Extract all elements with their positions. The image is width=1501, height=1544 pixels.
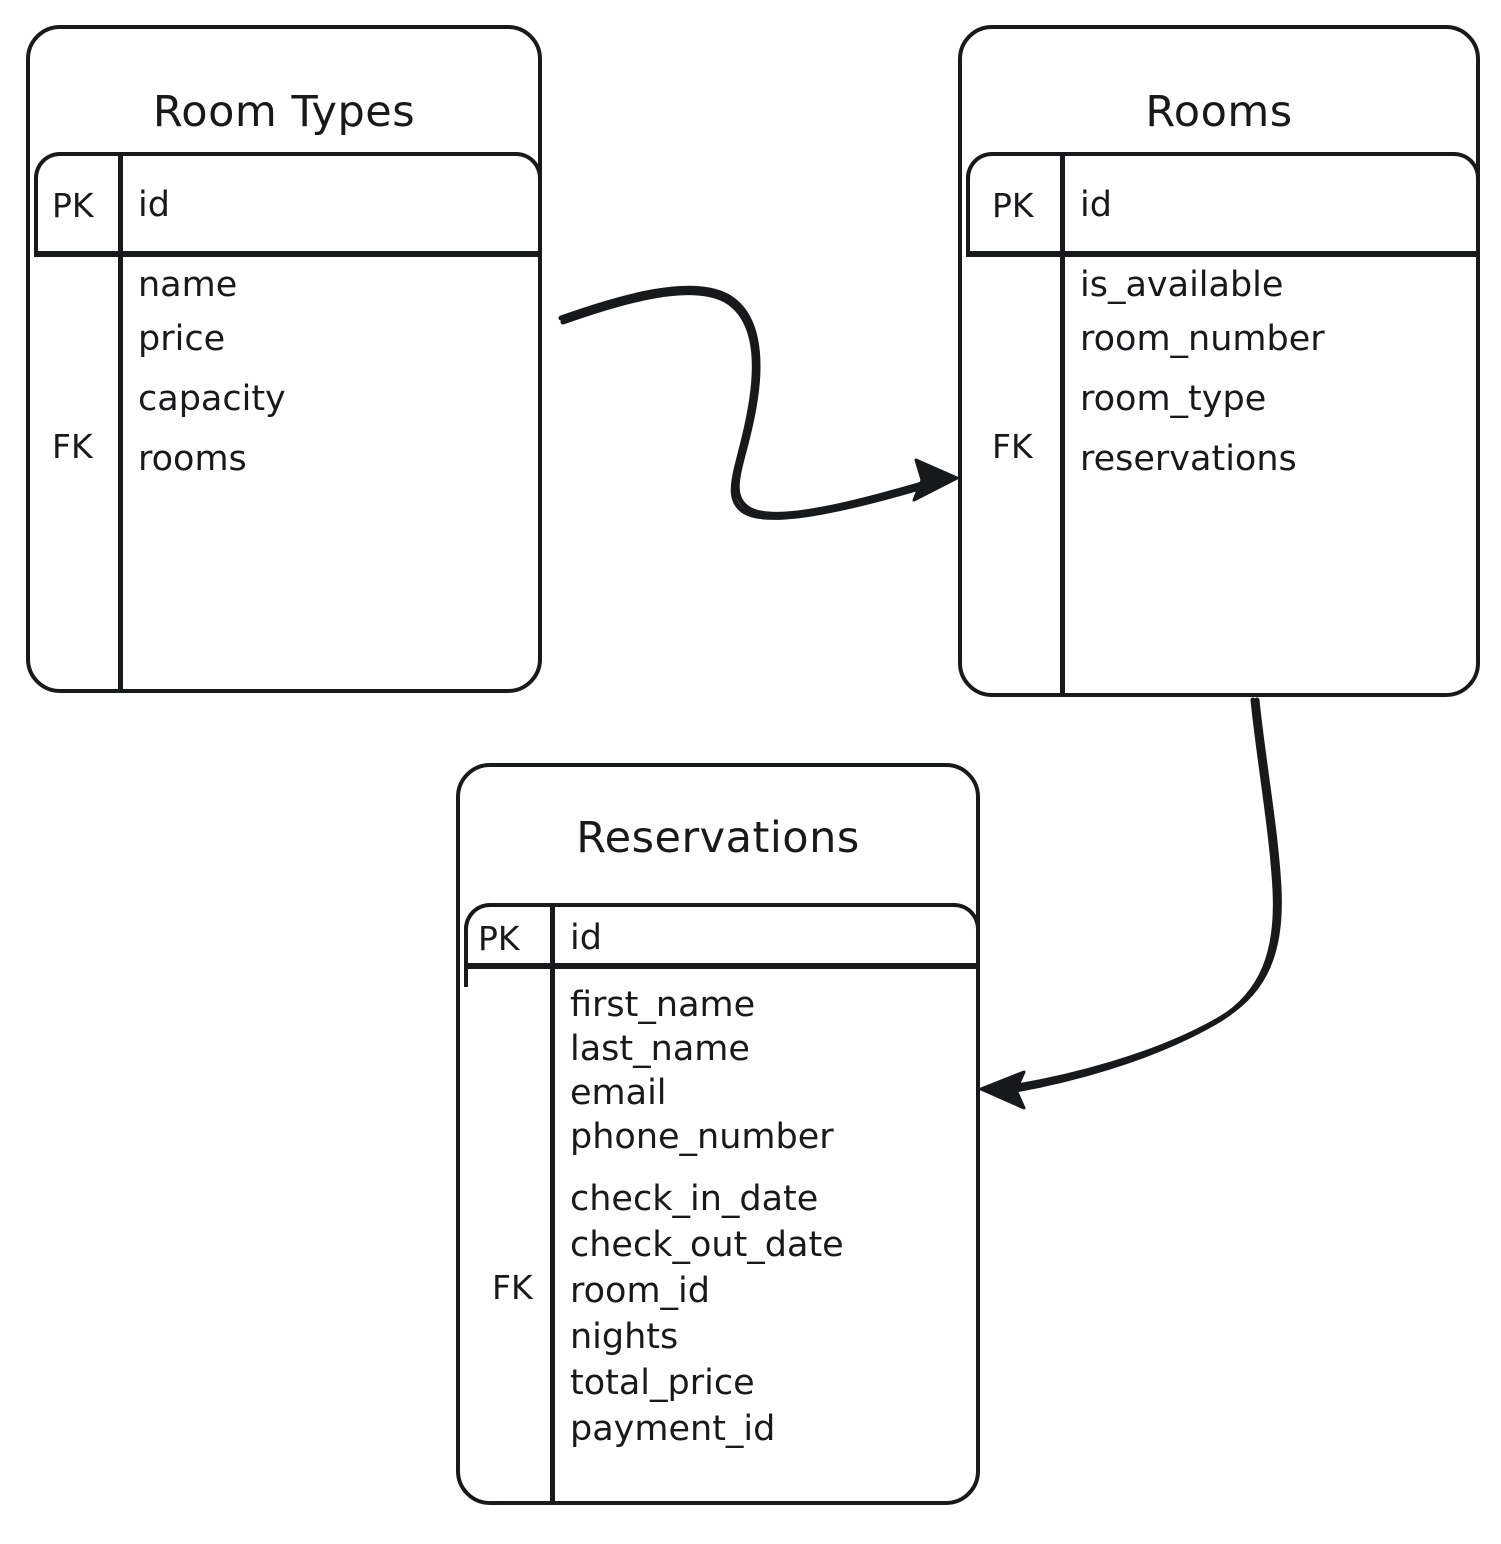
entity-title-reservations: Reservations: [576, 813, 860, 863]
field-room-types-3: rooms: [138, 439, 247, 479]
pk-divider-room-types: [34, 251, 542, 257]
pk-divider-reservations: [464, 963, 980, 969]
pk-field-room-types: id: [138, 185, 170, 225]
field-rooms-0: is_available: [1080, 265, 1284, 305]
pk-label-rooms: PK: [992, 186, 1034, 225]
field-rooms-3: reservations: [1080, 439, 1297, 479]
field-rooms-1: room_number: [1080, 319, 1325, 359]
entity-title-room-types: Room Types: [152, 87, 416, 137]
entity-reservations[interactable]: Reservations PK id FK first_name last_na…: [456, 763, 980, 1505]
pk-label-room-types: PK: [52, 186, 94, 225]
pk-panel-room-types: [34, 152, 542, 256]
entity-room-types[interactable]: Room Types PK id FK name price capacity …: [26, 25, 542, 693]
fk-label-reservations: FK: [492, 1268, 533, 1307]
field-reservations-5: check_out_date: [570, 1225, 844, 1265]
field-reservations-7: nights: [570, 1317, 679, 1357]
field-room-types-0: name: [138, 265, 238, 305]
relationship-rooms-to-reservations: [979, 697, 1282, 1110]
field-reservations-9: payment_id: [570, 1409, 776, 1449]
entity-title-rooms: Rooms: [1145, 87, 1293, 137]
pk-panel-rooms: [966, 152, 1480, 256]
relationship-room-types-to-rooms: [558, 285, 959, 520]
field-room-types-2: capacity: [138, 379, 286, 419]
entity-rooms[interactable]: Rooms PK id FK is_available room_number …: [958, 25, 1480, 697]
key-column-rule-room-types: [118, 152, 123, 693]
sketch-bottom-accent-reservations: [500, 1501, 948, 1505]
pk-field-rooms: id: [1080, 185, 1112, 225]
key-column-rule-rooms: [1060, 152, 1065, 697]
key-column-rule-reservations: [550, 903, 555, 1505]
field-reservations-8: total_price: [570, 1363, 755, 1403]
fk-label-room-types: FK: [52, 427, 93, 466]
pk-divider-rooms: [966, 251, 1480, 257]
field-reservations-2: email: [570, 1073, 667, 1113]
pk-label-reservations: PK: [478, 919, 520, 958]
field-reservations-3: phone_number: [570, 1117, 834, 1157]
fk-label-rooms: FK: [992, 427, 1033, 466]
field-reservations-6: room_id: [570, 1271, 710, 1311]
field-reservations-1: last_name: [570, 1029, 750, 1069]
field-rooms-2: room_type: [1080, 379, 1267, 419]
field-reservations-0: first_name: [570, 985, 756, 1025]
pk-field-reservations: id: [570, 918, 602, 958]
field-room-types-1: price: [138, 319, 226, 359]
pk-panel-reservations: [464, 903, 980, 987]
field-reservations-4: check_in_date: [570, 1179, 819, 1219]
